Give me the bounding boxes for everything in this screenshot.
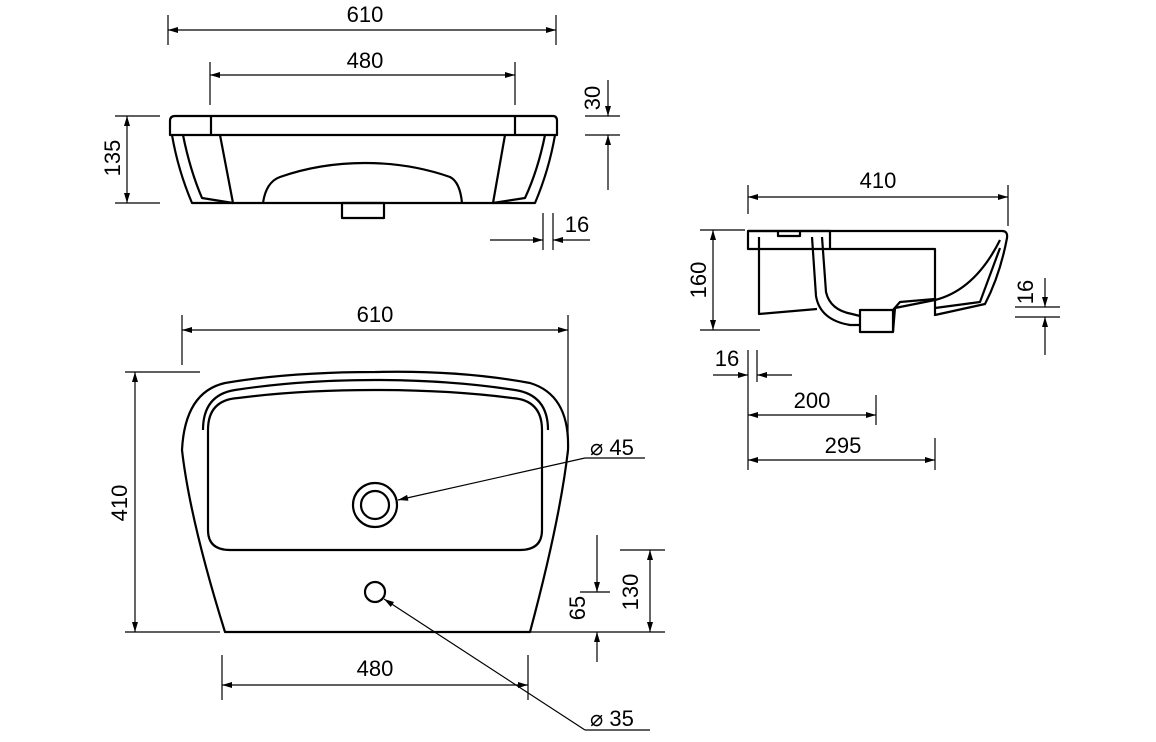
side-base-dimension: 16 [1013, 278, 1060, 355]
side-waste-position-dimension: 200 [748, 388, 877, 425]
dimension-label: 295 [825, 433, 862, 458]
front-width-dimension: 610 [167, 2, 557, 45]
plan-view: 610 410 ⌀ 45 ⌀ 35 480 [107, 302, 665, 731]
plan-depth-dimension: 410 [107, 371, 220, 633]
front-rim-dimension: 30 [580, 80, 620, 190]
dimension-label: 65 [565, 596, 590, 620]
side-height-dimension: 160 [686, 229, 760, 331]
dimension-label: 16 [715, 346, 739, 371]
dimension-label: 16 [565, 212, 589, 237]
dimension-label: 135 [100, 140, 125, 177]
front-basin-outline [168, 114, 559, 220]
dimension-label: 30 [580, 86, 605, 110]
dimension-label: 16 [1013, 280, 1038, 304]
front-edge-offset-dimension: 130 [530, 549, 665, 633]
side-basin-outline [746, 229, 1009, 334]
dimension-label: 610 [357, 302, 394, 327]
dimension-label: 480 [357, 656, 394, 681]
tap-hole-diameter-callout: ⌀ 35 [383, 598, 650, 731]
side-back-offset-dimension: 16 [713, 346, 792, 470]
plan-basin-outline [180, 370, 570, 634]
front-height-dimension: 135 [100, 115, 160, 204]
tap-hole-offset-dimension: 65 [565, 535, 610, 662]
side-depth-dimension: 410 [747, 168, 1009, 226]
front-view: 610 480 135 30 [100, 2, 620, 250]
dimension-label: ⌀ 45 [590, 435, 634, 460]
side-view: 410 160 16 [686, 168, 1060, 470]
side-front-edge-dimension: 295 [748, 433, 936, 470]
dimension-label: 200 [794, 388, 831, 413]
front-wall-dimension: 16 [490, 212, 590, 250]
dimension-label: 410 [860, 168, 897, 193]
front-bowl-width-dimension: 480 [209, 48, 516, 105]
dimension-label: 160 [686, 262, 711, 299]
waste-diameter-callout: ⌀ 45 [397, 435, 645, 501]
dimension-label: 130 [618, 574, 643, 611]
plan-width-dimension: 610 [181, 302, 569, 455]
plan-bowl-width-dimension: 480 [221, 655, 529, 700]
dimension-label: 480 [347, 48, 384, 73]
dimension-label: 610 [347, 2, 384, 27]
dimension-label: 410 [107, 485, 132, 522]
dimension-label: ⌀ 35 [590, 706, 634, 731]
